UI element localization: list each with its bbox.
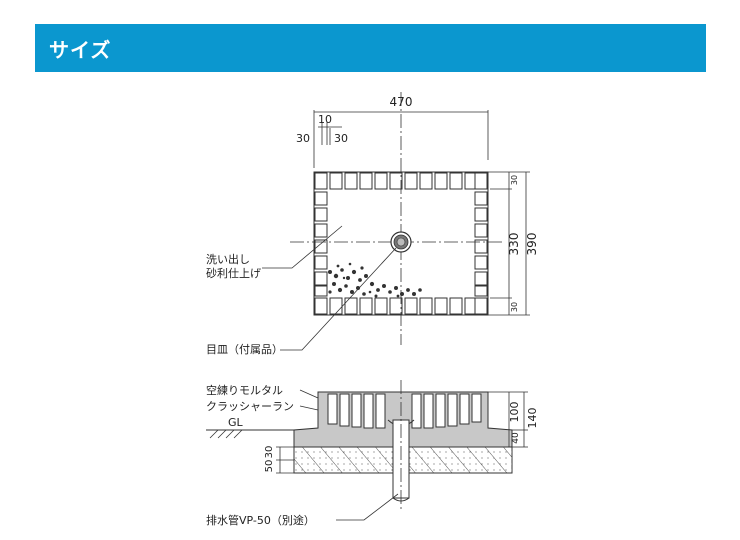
label-drain-cover: 目皿（付属品） bbox=[206, 343, 283, 356]
dim-base-a: 50 bbox=[264, 460, 275, 473]
dim-right-margin: 30 bbox=[334, 132, 348, 145]
dim-upper: 100 bbox=[508, 402, 521, 423]
dim-total: 140 bbox=[526, 408, 539, 429]
label-gravel-line1: 洗い出し bbox=[206, 252, 250, 266]
label-drain-pipe: 排水管VP-50（別途） bbox=[206, 513, 315, 527]
dim-outer-height: 390 bbox=[525, 233, 539, 256]
dim-bottom-border: 30 bbox=[510, 302, 519, 312]
dim-lower: 40 bbox=[511, 432, 521, 444]
label-gravel-line2: 砂利仕上げ bbox=[206, 267, 261, 280]
label-mortar: 空練りモルタル bbox=[206, 383, 283, 397]
plan-view: 470 10 30 30 bbox=[206, 92, 539, 356]
gravel-fill bbox=[328, 262, 422, 298]
dim-left-margin: 30 bbox=[296, 132, 310, 145]
section-header: サイズ bbox=[35, 24, 706, 72]
dim-base-b: 30 bbox=[264, 446, 275, 459]
label-ground-line: GL bbox=[228, 416, 244, 429]
section-view: 100 140 40 50 30 空練りモルタル クラッシャーラン GL 排水管… bbox=[206, 380, 539, 527]
dim-top-border: 30 bbox=[510, 175, 519, 185]
section-title: サイズ bbox=[49, 37, 112, 62]
dim-joint: 10 bbox=[318, 113, 332, 126]
label-crusher-run: クラッシャーラン bbox=[206, 400, 294, 413]
dim-inner-height: 330 bbox=[507, 233, 521, 256]
